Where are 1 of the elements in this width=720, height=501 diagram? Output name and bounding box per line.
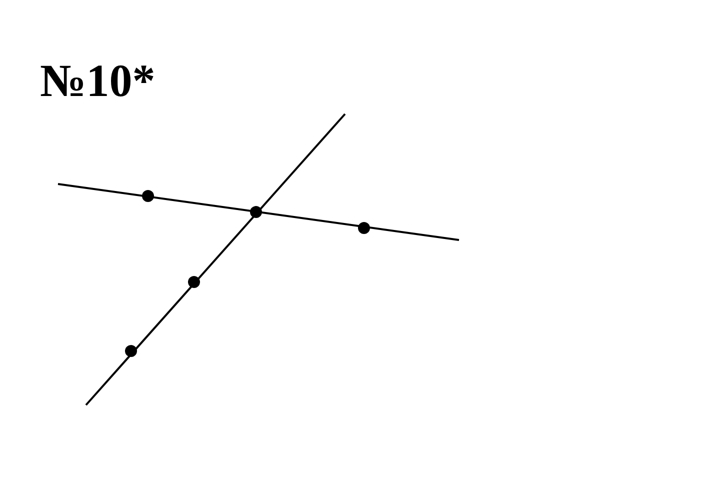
problem-number: №10* bbox=[40, 58, 156, 104]
